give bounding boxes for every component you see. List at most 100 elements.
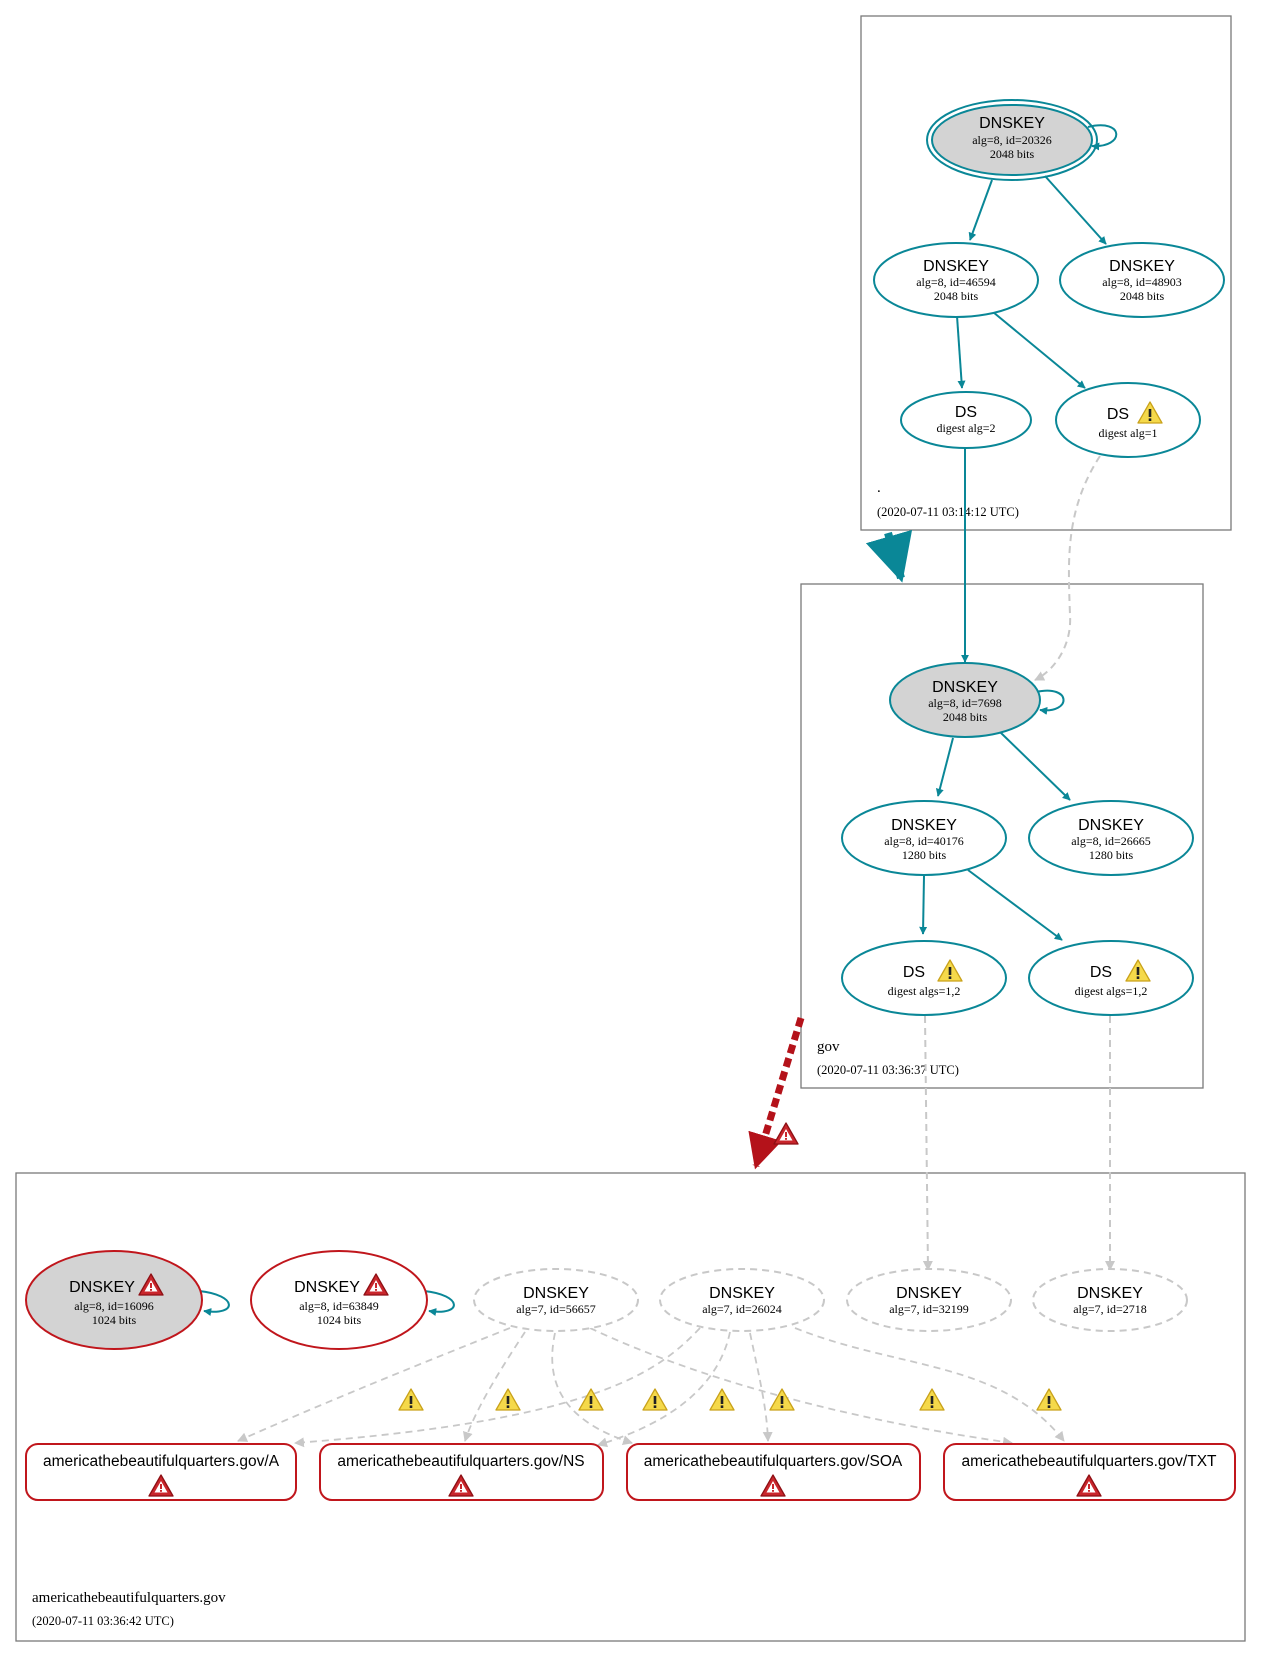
- node-root-ksk[interactable]: DNSKEY alg=8, id=20326 2048 bits: [926, 99, 1098, 181]
- node-dom-k3[interactable]: DNSKEY alg=7, id=56657: [473, 1268, 639, 1332]
- node-dom-k2-line2: 1024 bits: [317, 1313, 362, 1327]
- edge-k4-txt: [794, 1327, 1065, 1442]
- rrsig-edges: [237, 1327, 1065, 1448]
- edge-root-zsk1-ds2: [992, 311, 1086, 389]
- rrset-a-label: americathebeautifulquarters.gov/A: [43, 1453, 280, 1470]
- rrset-a[interactable]: americathebeautifulquarters.gov/A: [25, 1443, 297, 1501]
- node-root-ksk-line2: 2048 bits: [990, 147, 1035, 161]
- node-gov-zsk2-type: DNSKEY: [1078, 817, 1144, 834]
- node-root-ksk-outer-ring: [926, 99, 1098, 181]
- node-dom-k6-line1: alg=7, id=2718: [1073, 1302, 1147, 1316]
- node-root-ds2-line1: digest alg=1: [1098, 426, 1157, 440]
- edge-k4-a: [294, 1327, 701, 1448]
- node-dom-k6-type: DNSKEY: [1077, 1285, 1143, 1302]
- node-gov-ds1-shape: [841, 940, 1007, 1016]
- edge-gov-ksk-self: [1035, 689, 1065, 715]
- rrset-soa-label: americathebeautifulquarters.gov/SOA: [644, 1453, 903, 1470]
- zone-gov-time: (2020-07-11 03:36:37 UTC): [817, 1063, 959, 1077]
- node-root-ksk-shape: [931, 104, 1093, 176]
- edge-root-ksk-zsk2: [1044, 175, 1107, 245]
- node-dom-k4[interactable]: DNSKEY alg=7, id=26024: [659, 1268, 825, 1332]
- nodes: DNSKEY alg=8, id=20326 2048 bits DNSKEY …: [25, 99, 1236, 1501]
- edge-gov-ksk-zsk2: [999, 731, 1071, 801]
- node-gov-zsk1-type: DNSKEY: [891, 817, 957, 834]
- node-gov-ds1-type: DS: [903, 964, 925, 981]
- node-root-zsk2[interactable]: DNSKEY alg=8, id=48903 2048 bits: [1059, 242, 1225, 318]
- node-gov-zsk2-line2: 1280 bits: [1089, 848, 1134, 862]
- node-gov-zsk2-line1: alg=8, id=26665: [1071, 834, 1151, 848]
- edge-k3-ns: [463, 1331, 526, 1442]
- rrset-ns[interactable]: americathebeautifulquarters.gov/NS: [319, 1443, 604, 1501]
- edge-root-zsk1-ds1: [956, 315, 966, 389]
- node-gov-ksk[interactable]: DNSKEY alg=8, id=7698 2048 bits: [889, 662, 1041, 738]
- edge-k3-soa: [551, 1332, 633, 1446]
- node-gov-zsk1-shape: [841, 800, 1007, 876]
- node-gov-ds2[interactable]: DS digest algs=1,2: [1028, 940, 1194, 1016]
- node-dom-k1-shape: [25, 1250, 203, 1350]
- edge-k3-a: [237, 1327, 511, 1442]
- node-root-zsk2-shape: [1059, 242, 1225, 318]
- node-dom-k1-line1: alg=8, id=16096: [74, 1299, 154, 1313]
- zone-domain: americathebeautifulquarters.gov (2020-07…: [15, 1172, 1246, 1642]
- node-dom-k5-shape: [846, 1268, 1012, 1332]
- node-dom-k6-shape: [1032, 1268, 1188, 1332]
- node-root-zsk1[interactable]: DNSKEY alg=8, id=46594 2048 bits: [873, 242, 1039, 318]
- node-root-ds1-shape: [900, 391, 1032, 449]
- node-gov-ksk-shape: [889, 662, 1041, 738]
- node-root-zsk1-line1: alg=8, id=46594: [916, 275, 996, 289]
- node-root-ds1[interactable]: DS digest alg=2: [900, 391, 1032, 449]
- node-gov-zsk1-line1: alg=8, id=40176: [884, 834, 964, 848]
- rrset-txt-shape: [943, 1443, 1236, 1501]
- delegation-error-icon: [773, 1122, 799, 1145]
- rrset-soa-shape: [626, 1443, 921, 1501]
- node-root-ds2[interactable]: DS digest alg=1: [1055, 382, 1201, 458]
- edge-dom-k1-self: [198, 1290, 230, 1317]
- node-root-ds1-type: DS: [955, 404, 977, 421]
- node-dom-k2-line1: alg=8, id=63849: [299, 1299, 379, 1313]
- node-root-zsk1-line2: 2048 bits: [934, 289, 979, 303]
- node-dom-k2[interactable]: DNSKEY alg=8, id=63849 1024 bits: [250, 1250, 428, 1350]
- node-gov-zsk1[interactable]: DNSKEY alg=8, id=40176 1280 bits: [841, 800, 1007, 876]
- node-dom-k2-shape: [250, 1250, 428, 1350]
- node-gov-ds1[interactable]: DS digest algs=1,2: [841, 940, 1007, 1016]
- node-dom-k3-line1: alg=7, id=56657: [516, 1302, 596, 1316]
- zone-root-time: (2020-07-11 03:14:12 UTC): [877, 505, 1019, 519]
- node-dom-k4-shape: [659, 1268, 825, 1332]
- node-gov-ds2-line1: digest algs=1,2: [1075, 984, 1148, 998]
- node-gov-zsk2[interactable]: DNSKEY alg=8, id=26665 1280 bits: [1028, 800, 1194, 876]
- edge-gov-ds1-dom-k5: [922, 1015, 933, 1271]
- node-gov-ksk-line1: alg=8, id=7698: [928, 696, 1002, 710]
- rrset-txt-label: americathebeautifulquarters.gov/TXT: [961, 1453, 1217, 1470]
- edge-k3-txt: [589, 1327, 1013, 1447]
- node-gov-ds1-line1: digest algs=1,2: [888, 984, 961, 998]
- node-dom-k2-type: DNSKEY: [294, 1279, 360, 1296]
- zone-gov-name: gov: [817, 1039, 840, 1055]
- node-root-zsk1-type: DNSKEY: [923, 258, 989, 275]
- edges: [198, 124, 1118, 1448]
- node-dom-k3-shape: [473, 1268, 639, 1332]
- node-root-ds2-shape: [1055, 382, 1201, 458]
- edge-root-ksk-zsk1: [968, 179, 993, 241]
- rrset-txt[interactable]: americathebeautifulquarters.gov/TXT: [943, 1443, 1236, 1501]
- node-root-ksk-line1: alg=8, id=20326: [972, 133, 1052, 147]
- edge-root-ds2-gov-ksk: [1034, 455, 1101, 681]
- node-gov-ksk-line2: 2048 bits: [943, 710, 988, 724]
- edge-root-ksk-self: [1087, 124, 1118, 151]
- delegation-gov-domain: [748, 1016, 805, 1170]
- rrset-soa[interactable]: americathebeautifulquarters.gov/SOA: [626, 1443, 921, 1501]
- delegation-root-gov: [865, 529, 913, 583]
- node-root-zsk2-line1: alg=8, id=48903: [1102, 275, 1182, 289]
- node-dom-k1[interactable]: DNSKEY alg=8, id=16096 1024 bits: [25, 1250, 203, 1350]
- edge-dom-k2-self: [423, 1290, 455, 1317]
- node-dom-k5[interactable]: DNSKEY alg=7, id=32199: [846, 1268, 1012, 1332]
- zone-domain-box: [15, 1172, 1246, 1642]
- node-gov-zsk2-shape: [1028, 800, 1194, 876]
- node-dom-k6[interactable]: DNSKEY alg=7, id=2718: [1032, 1268, 1188, 1332]
- zone-domain-name: americathebeautifulquarters.gov: [32, 1590, 226, 1606]
- node-dom-k5-line1: alg=7, id=32199: [889, 1302, 969, 1316]
- edge-gov-ksk-zsk1: [935, 737, 954, 797]
- node-gov-ds2-shape: [1028, 940, 1194, 1016]
- rrset-ns-shape: [319, 1443, 604, 1501]
- node-gov-ds2-type: DS: [1090, 964, 1112, 981]
- node-dom-k4-line1: alg=7, id=26024: [702, 1302, 782, 1316]
